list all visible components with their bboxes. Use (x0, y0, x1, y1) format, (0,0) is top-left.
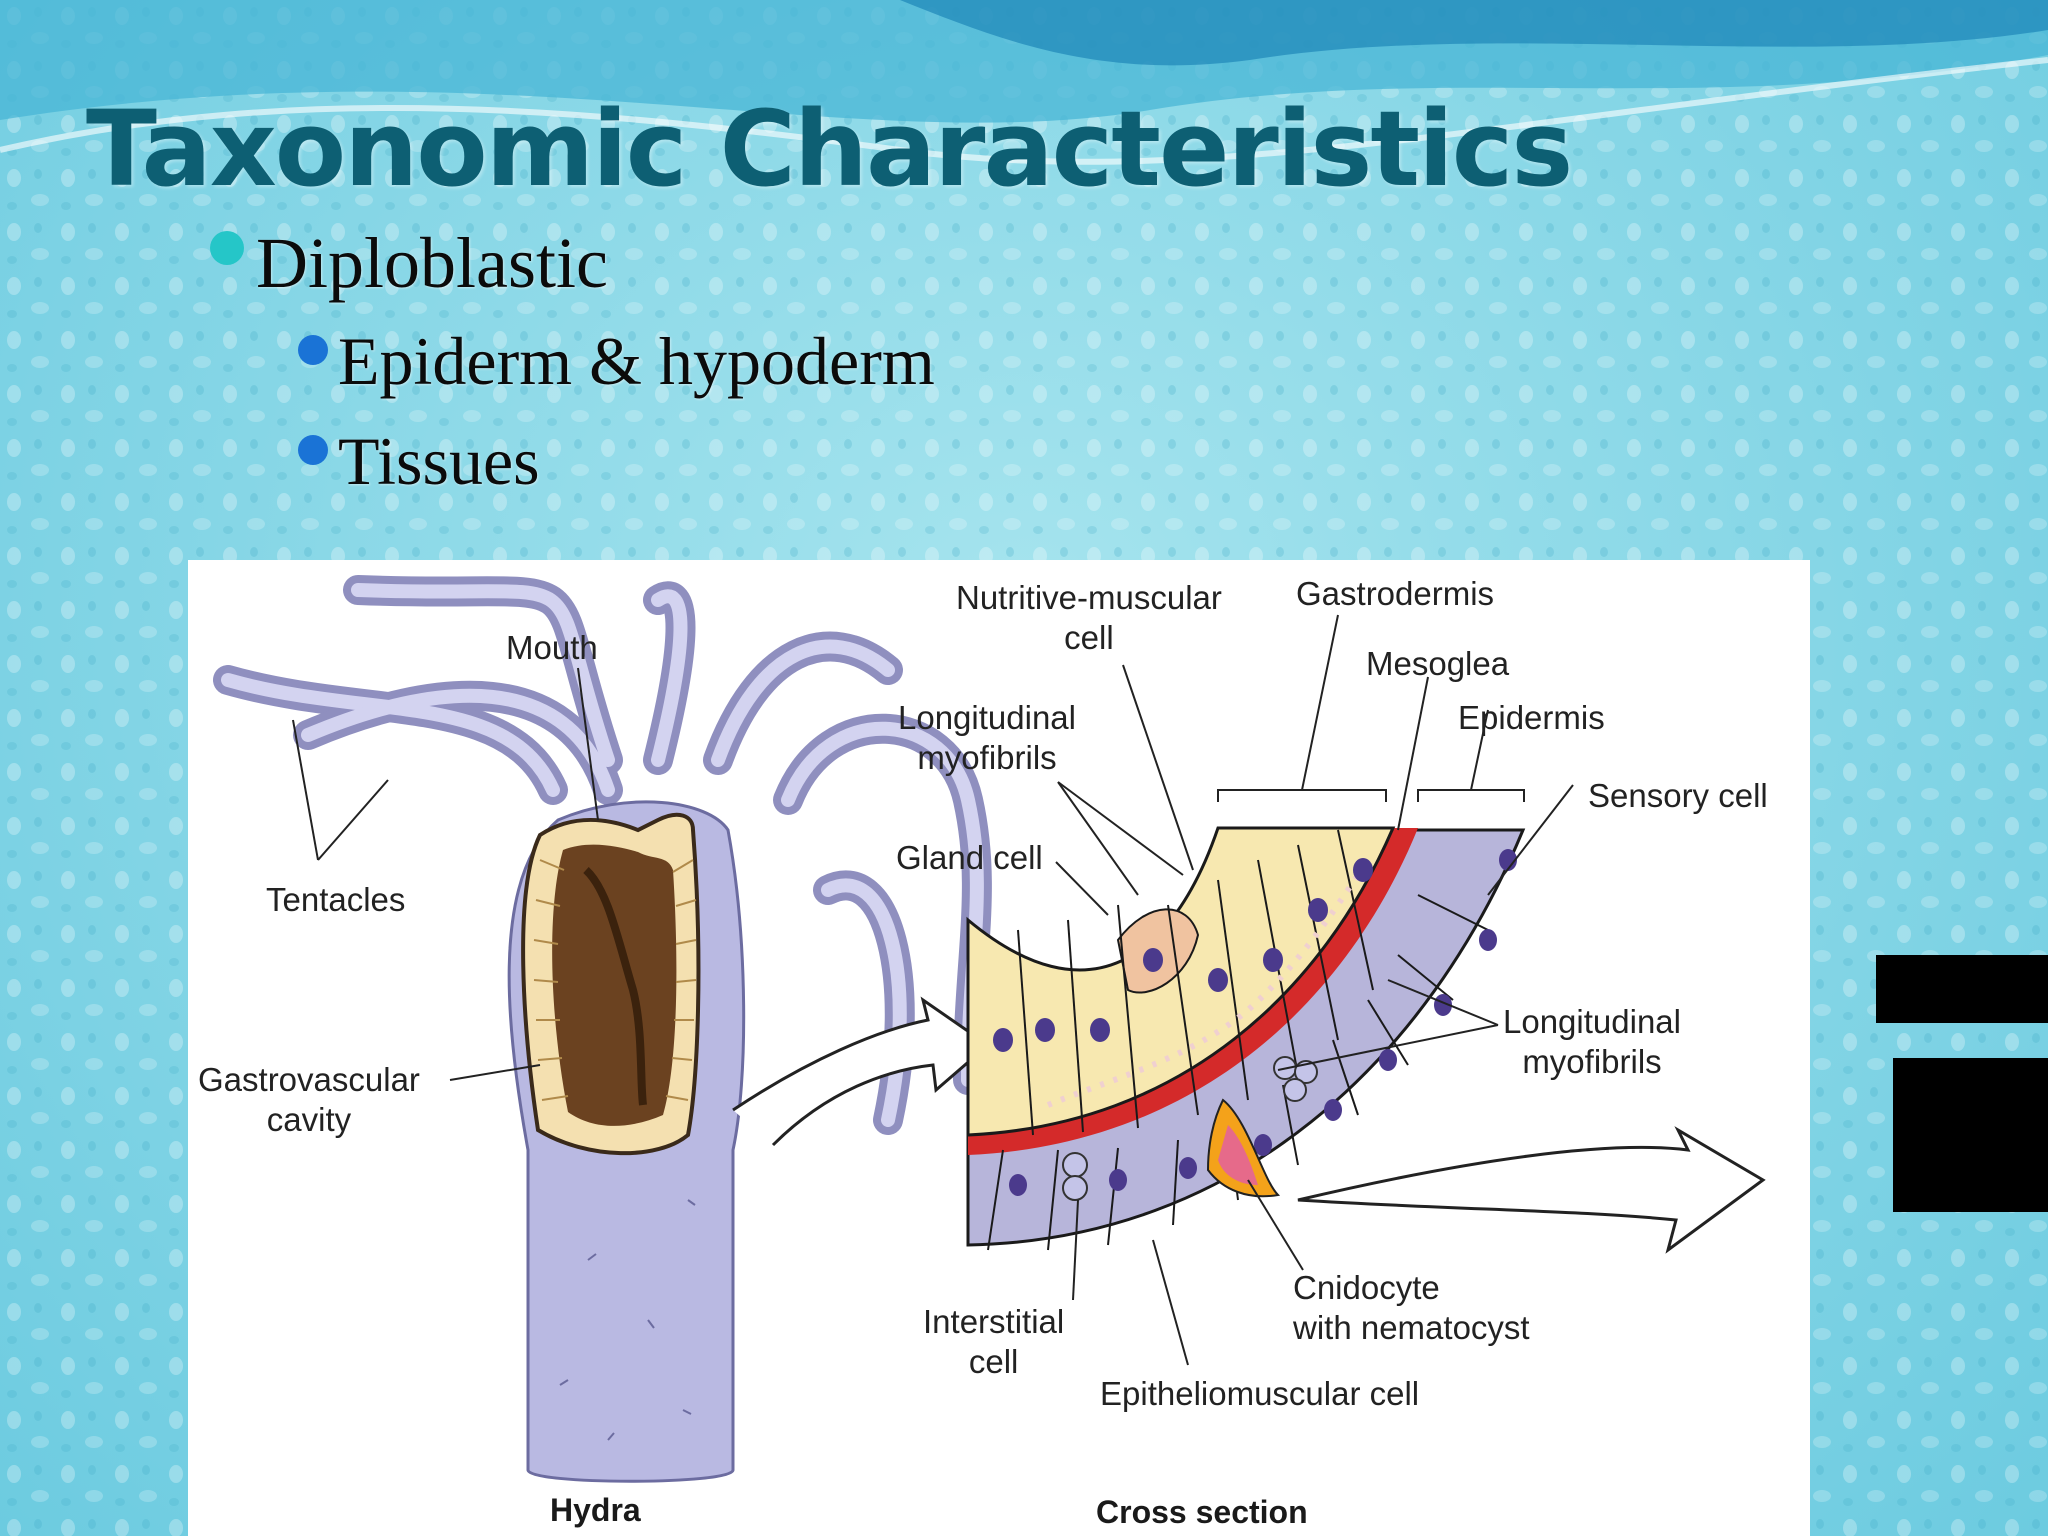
longitudinal-myofibrils-label-top: Longitudinal myofibrils (898, 699, 1076, 776)
interstitial-cell-label: Interstitial cell (923, 1303, 1065, 1380)
longitudinal-myofibrils-label-right: Longitudinal myofibrils (1503, 1003, 1681, 1080)
gastrodermis-label: Gastrodermis (1296, 575, 1495, 612)
mesoglea-label: Mesoglea (1366, 645, 1510, 682)
sensory-cell-label: Sensory cell (1588, 777, 1768, 814)
slide-title: Taxonomic Characteristics (86, 88, 1573, 210)
hydra-caption: Hydra (550, 1492, 641, 1528)
nutritive-muscular-cell-label: Nutritive-muscular cell (956, 579, 1222, 656)
epitheliomuscular-cell-label: Epitheliomuscular cell (1100, 1375, 1420, 1412)
mouth-label: Mouth (506, 629, 598, 666)
tentacles-label: Tentacles (266, 881, 406, 918)
hydra-figure: Mouth Tentacles Gastrovascular cavity Nu… (188, 560, 1810, 1536)
redaction-block-top (1876, 955, 2048, 1023)
hydra-drawing (213, 575, 992, 1483)
redaction-block-bottom (1893, 1058, 2048, 1212)
cross-section-caption: Cross section (1096, 1494, 1308, 1530)
gland-cell-label: Gland cell (896, 839, 1043, 876)
bullet-dot-icon (298, 335, 328, 366)
bullet-item-3: Tissues (298, 422, 540, 501)
cross-section-drawing (966, 614, 1766, 1366)
bullet-text: Diploblastic (256, 223, 608, 303)
bullet-text: Tissues (338, 423, 540, 499)
epidermis-label: Epidermis (1458, 699, 1605, 736)
hydra-illustration (213, 575, 1766, 1483)
cnidocyte-label: Cnidocyte with nematocyst (1293, 1269, 1530, 1346)
bullet-dot-icon (210, 231, 244, 266)
bullet-text: Epiderm & hypoderm (338, 323, 935, 399)
bullet-item-2: Epiderm & hypoderm (298, 322, 935, 401)
bullet-dot-icon (298, 435, 328, 466)
gastrovascular-cavity-label: Gastrovascular cavity (198, 1061, 420, 1138)
bullet-item-1: Diploblastic (210, 222, 608, 305)
